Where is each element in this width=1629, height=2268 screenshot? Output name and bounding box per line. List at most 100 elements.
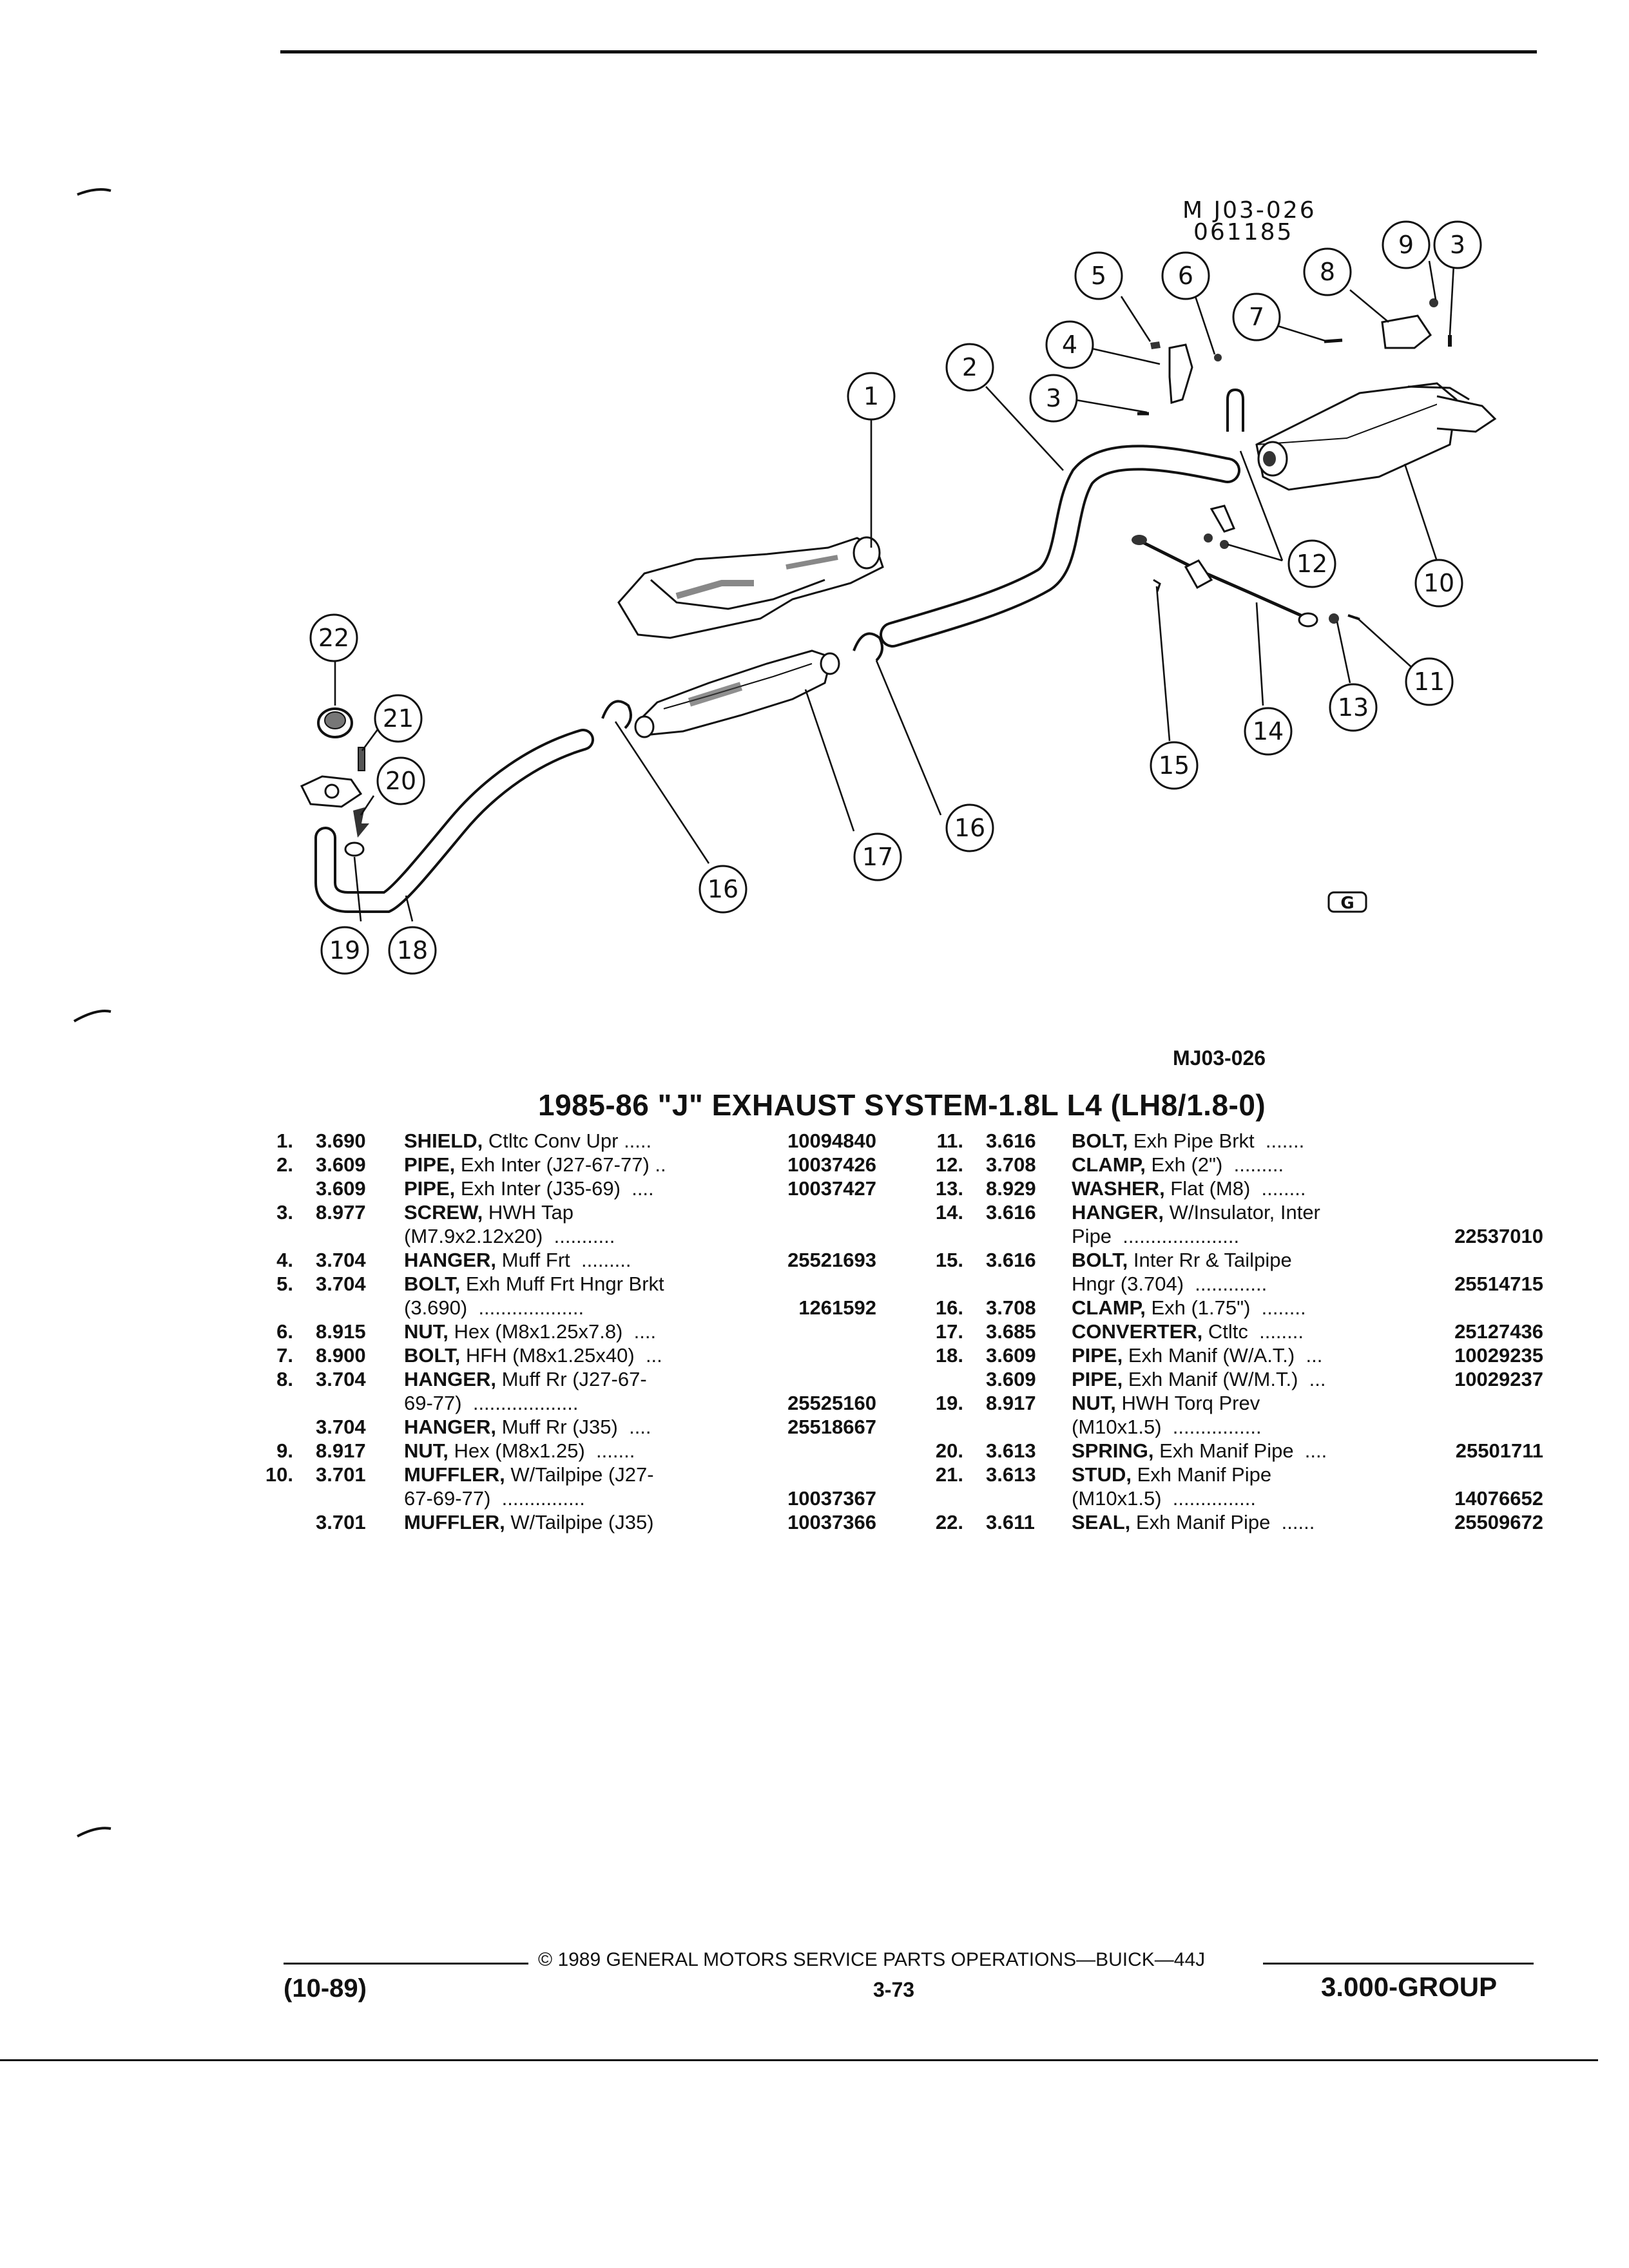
part-number: 25525160	[787, 1392, 876, 1414]
callout-19: 19	[320, 926, 369, 975]
part-description: HANGER, W/Insulator, Inter	[1072, 1200, 1320, 1224]
part-detail: W/Tailpipe (J27-	[505, 1463, 654, 1486]
svg-text:10: 10	[1423, 569, 1454, 597]
part-detail: Exh Manif Pipe ......	[1130, 1511, 1315, 1533]
footer-copyright: © 1989 GENERAL MOTORS SERVICE PARTS OPER…	[538, 1949, 1206, 1970]
leader-lines	[334, 260, 1455, 922]
svg-text:16: 16	[708, 875, 738, 903]
part-description: HANGER, Muff Frt .........	[404, 1248, 631, 1272]
part-description: NUT, Hex (M8x1.25) .......	[404, 1439, 635, 1463]
part-detail: Exh (1.75") ........	[1145, 1296, 1306, 1319]
footer-rule-left	[284, 1963, 528, 1965]
svg-text:13: 13	[1338, 693, 1369, 722]
part-description: HANGER, Muff Rr (J35) ....	[404, 1415, 651, 1439]
svg-text:9: 9	[1398, 231, 1414, 259]
callout-3a: 3	[1029, 374, 1078, 423]
svg-text:3: 3	[1450, 231, 1465, 259]
part-detail: Exh Pipe Brkt .......	[1128, 1129, 1305, 1152]
callout-8: 8	[1303, 247, 1352, 296]
part-name: MUFFLER,	[404, 1463, 505, 1486]
part-number: 1261592	[798, 1296, 876, 1319]
group-number: 3.611	[986, 1511, 1035, 1533]
part-name: BOLT,	[1072, 1129, 1128, 1152]
callout-4: 4	[1045, 320, 1094, 369]
group-number: 3.704	[316, 1273, 366, 1295]
part-number: 25127436	[1454, 1320, 1543, 1343]
part-number: 25501711	[1455, 1439, 1543, 1462]
part-name: SEAL,	[1072, 1511, 1131, 1533]
part-detail: Ctltc ........	[1202, 1320, 1304, 1343]
part-number: 10037426	[787, 1153, 876, 1176]
part-description: CONVERTER, Ctltc ........	[1072, 1320, 1304, 1343]
svg-text:15: 15	[1159, 751, 1190, 780]
part-description: PIPE, Exh Manif (W/M.T.) ...	[1072, 1367, 1325, 1391]
part-description: CLAMP, Exh (2") .........	[1072, 1153, 1284, 1177]
part-description: Pipe .....................	[1072, 1224, 1239, 1248]
part-number: 10094840	[787, 1129, 876, 1152]
item-number: 8.	[276, 1368, 293, 1390]
part-detail: HFH (M8x1.25x40) ...	[460, 1344, 662, 1367]
part-name: SPRING,	[1072, 1439, 1154, 1462]
part-description: BOLT, HFH (M8x1.25x40) ...	[404, 1343, 662, 1367]
part-detail: Muff Rr (J35) ....	[496, 1416, 651, 1438]
item-number: 7.	[276, 1344, 293, 1367]
item-number: 20.	[935, 1439, 963, 1462]
part-description: WASHER, Flat (M8) ........	[1072, 1177, 1306, 1200]
part-name: PIPE,	[404, 1153, 456, 1176]
part-detail: Inter Rr & Tailpipe	[1128, 1249, 1292, 1271]
group-number: 3.704	[316, 1416, 366, 1438]
footer-date-code: (10-89)	[284, 1974, 367, 2003]
part-description: (3.690) ...................	[404, 1296, 584, 1320]
intermediate-pipe-drawing	[880, 445, 1240, 648]
part-number: 25521693	[787, 1249, 876, 1271]
muffler-drawing	[1255, 382, 1497, 491]
part-number: 10029237	[1454, 1368, 1543, 1390]
part-detail: (M7.9x2.12x20) ...........	[404, 1225, 615, 1247]
part-name: PIPE,	[404, 1177, 456, 1200]
group-number: 3.613	[986, 1463, 1036, 1486]
part-detail: Exh Inter (J35-69) ....	[455, 1177, 654, 1200]
svg-text:7: 7	[1249, 303, 1264, 331]
part-description: MUFFLER, W/Tailpipe (J35)	[404, 1510, 654, 1534]
part-description: CLAMP, Exh (1.75") ........	[1072, 1296, 1306, 1320]
item-number: 12.	[935, 1153, 963, 1176]
callout-16a: 16	[945, 803, 994, 852]
part-name: NUT,	[404, 1320, 448, 1343]
group-number: 3.609	[316, 1153, 366, 1176]
converter-drawing	[634, 649, 840, 738]
part-description: BOLT, Exh Pipe Brkt .......	[1072, 1129, 1304, 1153]
part-description: 69-77) ...................	[404, 1391, 578, 1415]
part-name: WASHER,	[1072, 1177, 1165, 1200]
heat-shield-drawing	[617, 536, 884, 639]
part-detail: Hex (M8x1.25x7.8) ....	[448, 1320, 657, 1343]
svg-text:4: 4	[1062, 331, 1077, 359]
part-detail: Exh Muff Frt Hngr Brkt	[460, 1273, 664, 1295]
part-name: HANGER,	[1072, 1201, 1164, 1224]
callout-2: 2	[945, 343, 994, 392]
item-number: 22.	[935, 1511, 963, 1533]
svg-text:G: G	[1340, 894, 1354, 913]
part-description: Hngr (3.704) .............	[1072, 1272, 1267, 1296]
svg-text:8: 8	[1320, 258, 1335, 286]
item-number: 14.	[935, 1201, 963, 1224]
part-name: MUFFLER,	[404, 1511, 505, 1533]
part-detail: W/Tailpipe (J35)	[505, 1511, 654, 1533]
group-number: 8.977	[316, 1201, 366, 1224]
group-number: 3.704	[316, 1249, 366, 1271]
part-name: CLAMP,	[1072, 1153, 1146, 1176]
exhaust-system-diagram: M J03-026 061185	[300, 197, 1497, 975]
manifold-pipe-drawing	[300, 729, 594, 913]
part-description: PIPE, Exh Inter (J27-67-77) ..	[404, 1153, 666, 1177]
